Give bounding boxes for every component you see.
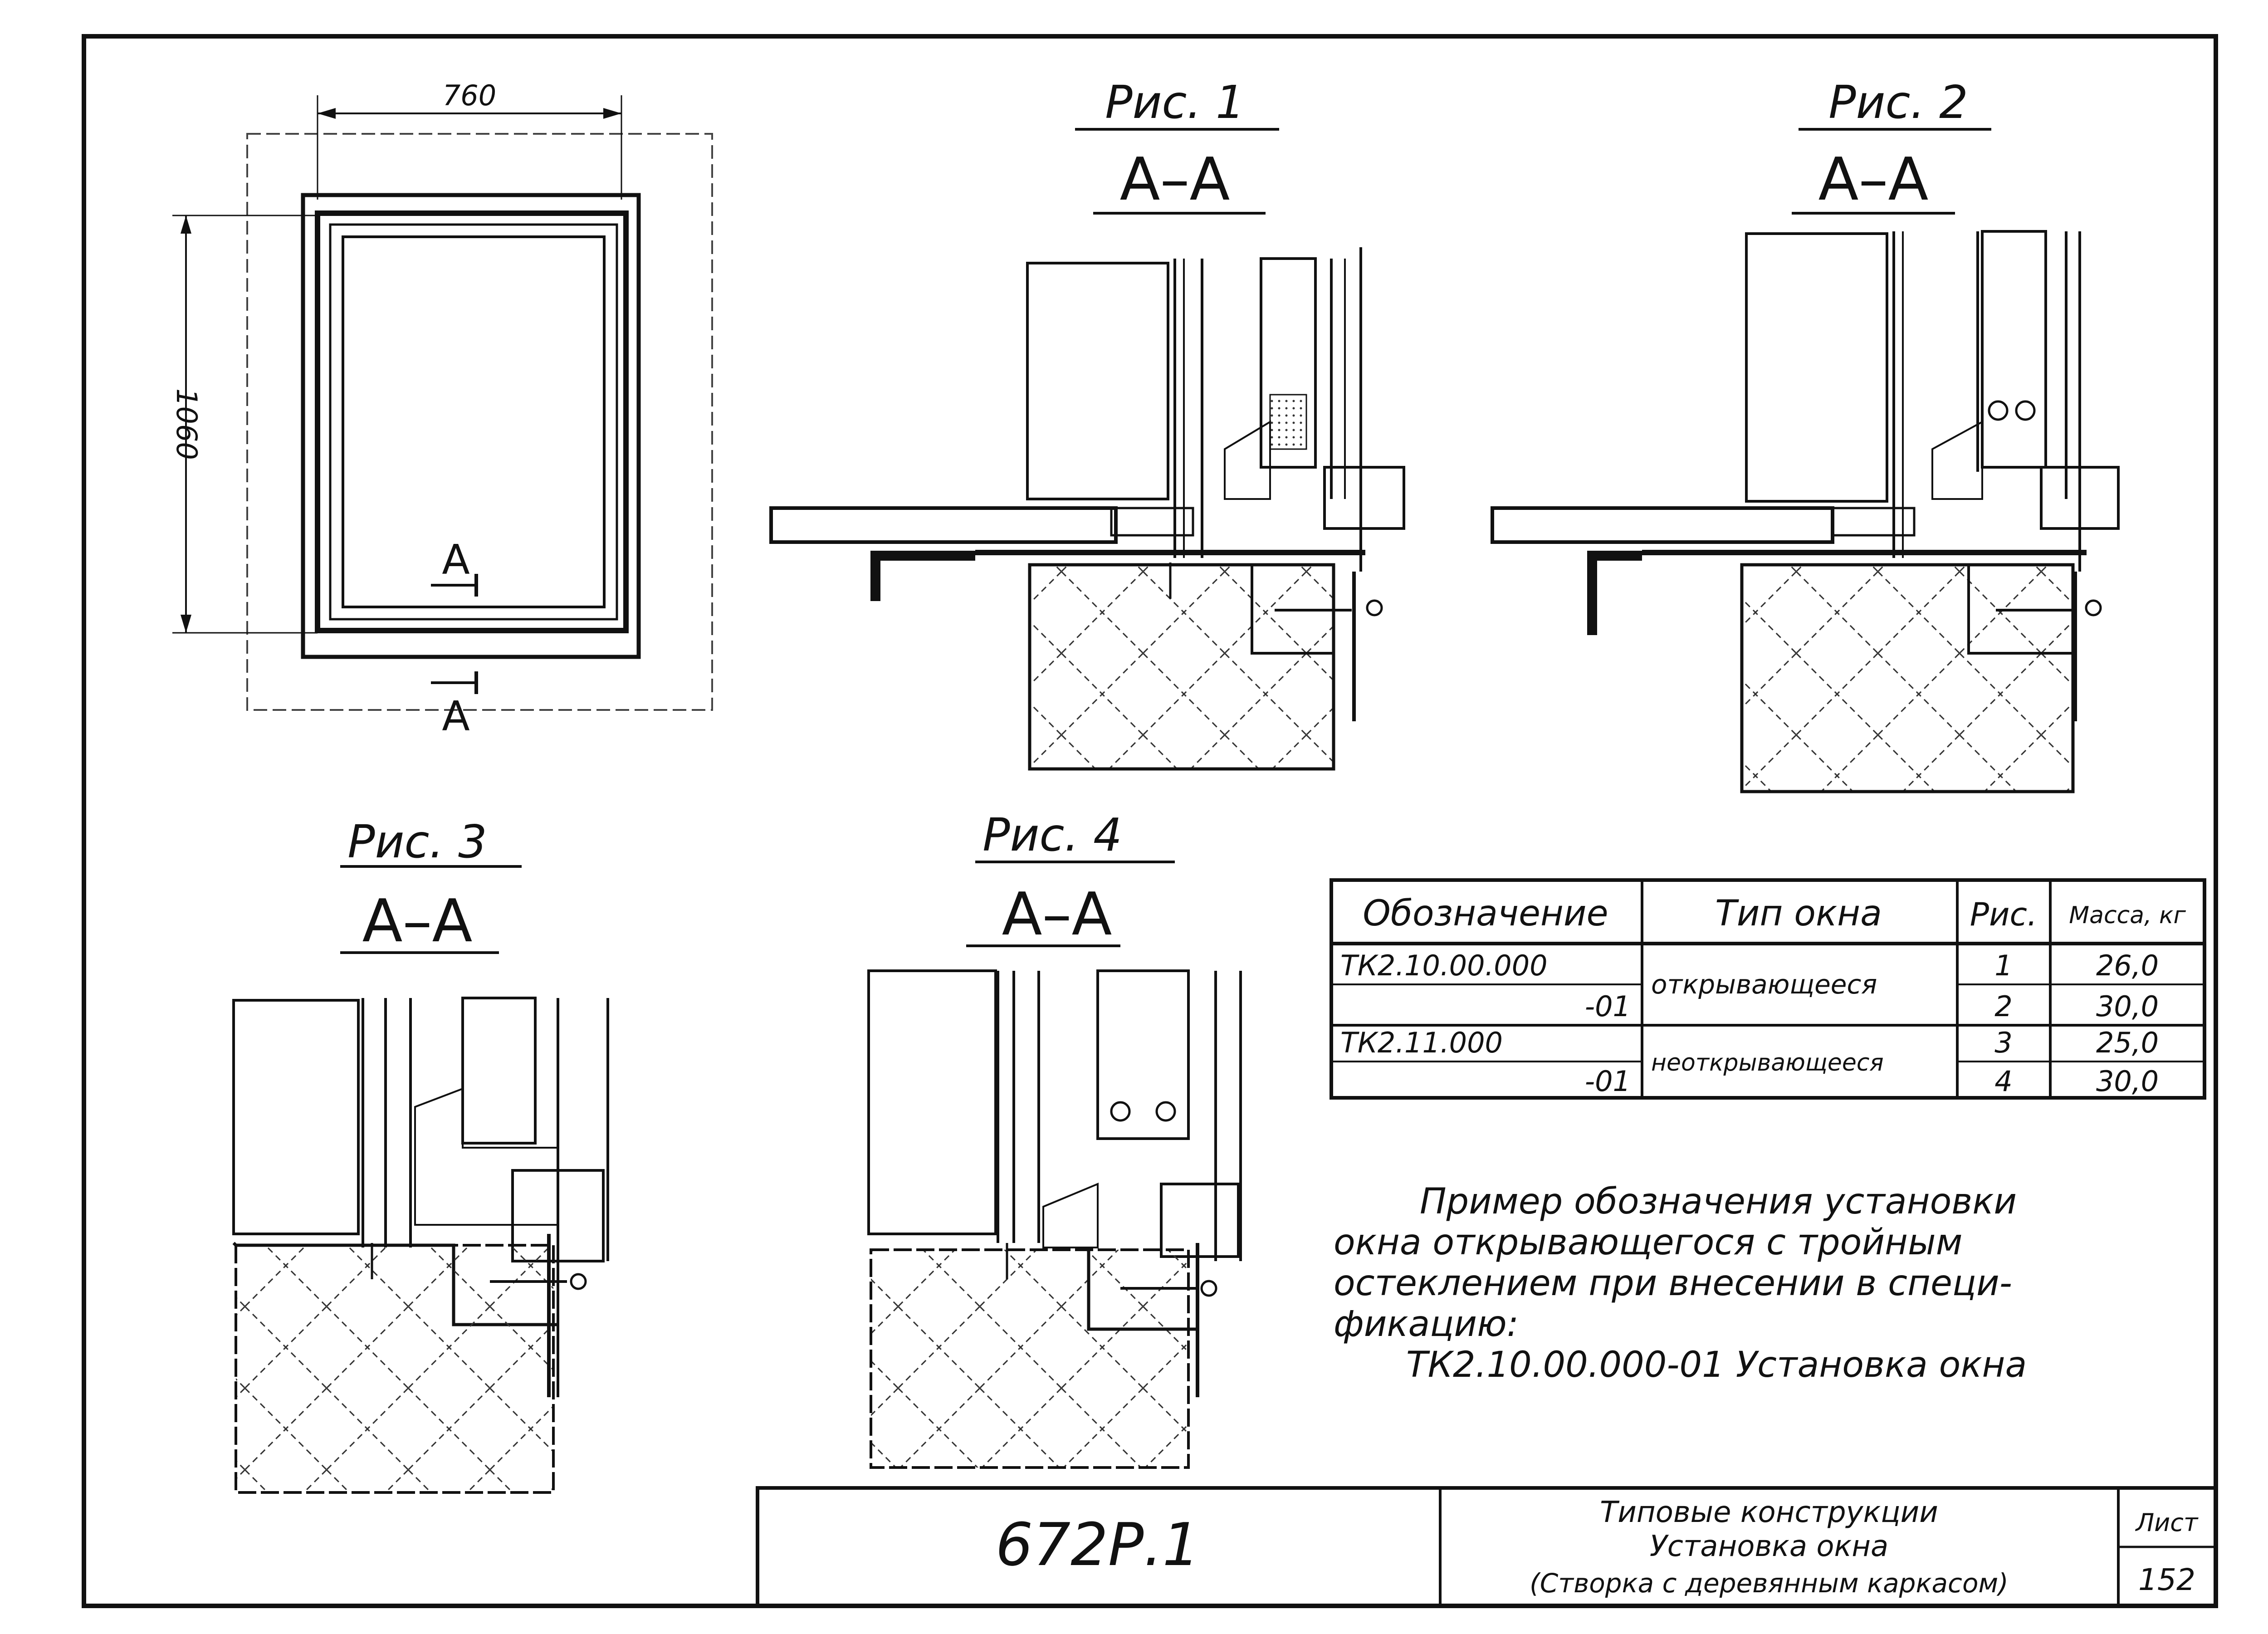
figure-caption: Рис. 4 bbox=[982, 808, 1122, 861]
table-cell-mass: 30,0 bbox=[2096, 1065, 2159, 1098]
table-cell-designation: -01 bbox=[1585, 990, 1631, 1023]
title-block: 672Р.1 Типовые конструкции Установка окн… bbox=[756, 1486, 2218, 1608]
note-line: ТК2.10.00.000-01 Установка окна bbox=[1406, 1345, 2027, 1385]
section-label: А–А bbox=[362, 886, 473, 955]
dimension-height-label: 1060 bbox=[170, 388, 203, 460]
table-cell-designation: ТК2.10.00.000 bbox=[1340, 949, 1548, 982]
title-line: Установка окна bbox=[1650, 1530, 1889, 1563]
wall-opening-outline bbox=[246, 133, 713, 711]
section-mark-label: A bbox=[442, 693, 470, 740]
table-header: Рис. bbox=[1970, 896, 2037, 933]
table-cell-fig: 3 bbox=[1994, 1026, 2012, 1059]
table-cell-designation: -01 bbox=[1585, 1065, 1631, 1098]
table-header: Масса, кг bbox=[2069, 902, 2186, 929]
table-cell-window-type: открывающееся bbox=[1651, 969, 1877, 1000]
section-label: А–А bbox=[1002, 880, 1112, 949]
dimension-width-label: 760 bbox=[443, 79, 496, 112]
note-line: Пример обозначения установки bbox=[1420, 1181, 2017, 1222]
section-label: А–А bbox=[1818, 145, 1929, 214]
document-code: 672Р.1 bbox=[996, 1510, 1200, 1579]
figure-4: Рис. 4 А–А bbox=[867, 808, 1242, 1469]
table-cell-fig: 4 bbox=[1994, 1065, 2012, 1098]
window-glass-inner bbox=[342, 235, 606, 608]
plan-view: 760 1060 A A bbox=[170, 79, 713, 740]
sheet-label: Лист bbox=[2135, 1508, 2199, 1537]
table-cell-mass: 26,0 bbox=[2096, 949, 2159, 982]
section-label: А–А bbox=[1120, 145, 1230, 214]
figure-caption: Рис. 2 bbox=[1828, 76, 1968, 129]
table-cell-mass: 30,0 bbox=[2096, 990, 2159, 1023]
note-line: фикацию: bbox=[1334, 1304, 1519, 1345]
table-header: Тип окна bbox=[1715, 893, 1882, 934]
figure-caption: Рис. 3 bbox=[347, 815, 487, 868]
title-line: Типовые конструкции bbox=[1600, 1496, 1938, 1529]
figure-2: Рис. 2 А–А bbox=[1491, 76, 2120, 793]
table-cell-fig: 1 bbox=[1994, 949, 2012, 982]
table-header: Обозначение bbox=[1363, 893, 1608, 934]
figure-caption: Рис. 1 bbox=[1105, 76, 1244, 129]
note-line: окна открывающегося с тройным bbox=[1334, 1222, 1962, 1263]
window-glass bbox=[329, 223, 618, 621]
table-cell-fig: 2 bbox=[1994, 990, 2012, 1023]
table-cell-mass: 25,0 bbox=[2096, 1026, 2159, 1059]
figure-3: Рис. 3 А–А bbox=[232, 815, 609, 1494]
figure-1: Рис. 1 А–А bbox=[769, 76, 1405, 771]
window-sash bbox=[315, 210, 629, 633]
table-cell-window-type: неоткрывающееся bbox=[1651, 1049, 1884, 1076]
note-line: остеклением при внесении в специ- bbox=[1334, 1263, 2012, 1304]
sheet-number: 152 bbox=[2138, 1562, 2195, 1597]
spec-table: Обозначение Тип окна Рис. Масса, кг ТК2.… bbox=[1330, 878, 2206, 1100]
section-mark-label: A bbox=[442, 536, 470, 584]
table-cell-designation: ТК2.11.000 bbox=[1340, 1026, 1503, 1059]
designation-note: Пример обозначения установки окна открыв… bbox=[1334, 1181, 2027, 1385]
window-frame-outer bbox=[301, 193, 641, 659]
title-line: (Створка с деревянным каркасом) bbox=[1530, 1568, 2009, 1599]
